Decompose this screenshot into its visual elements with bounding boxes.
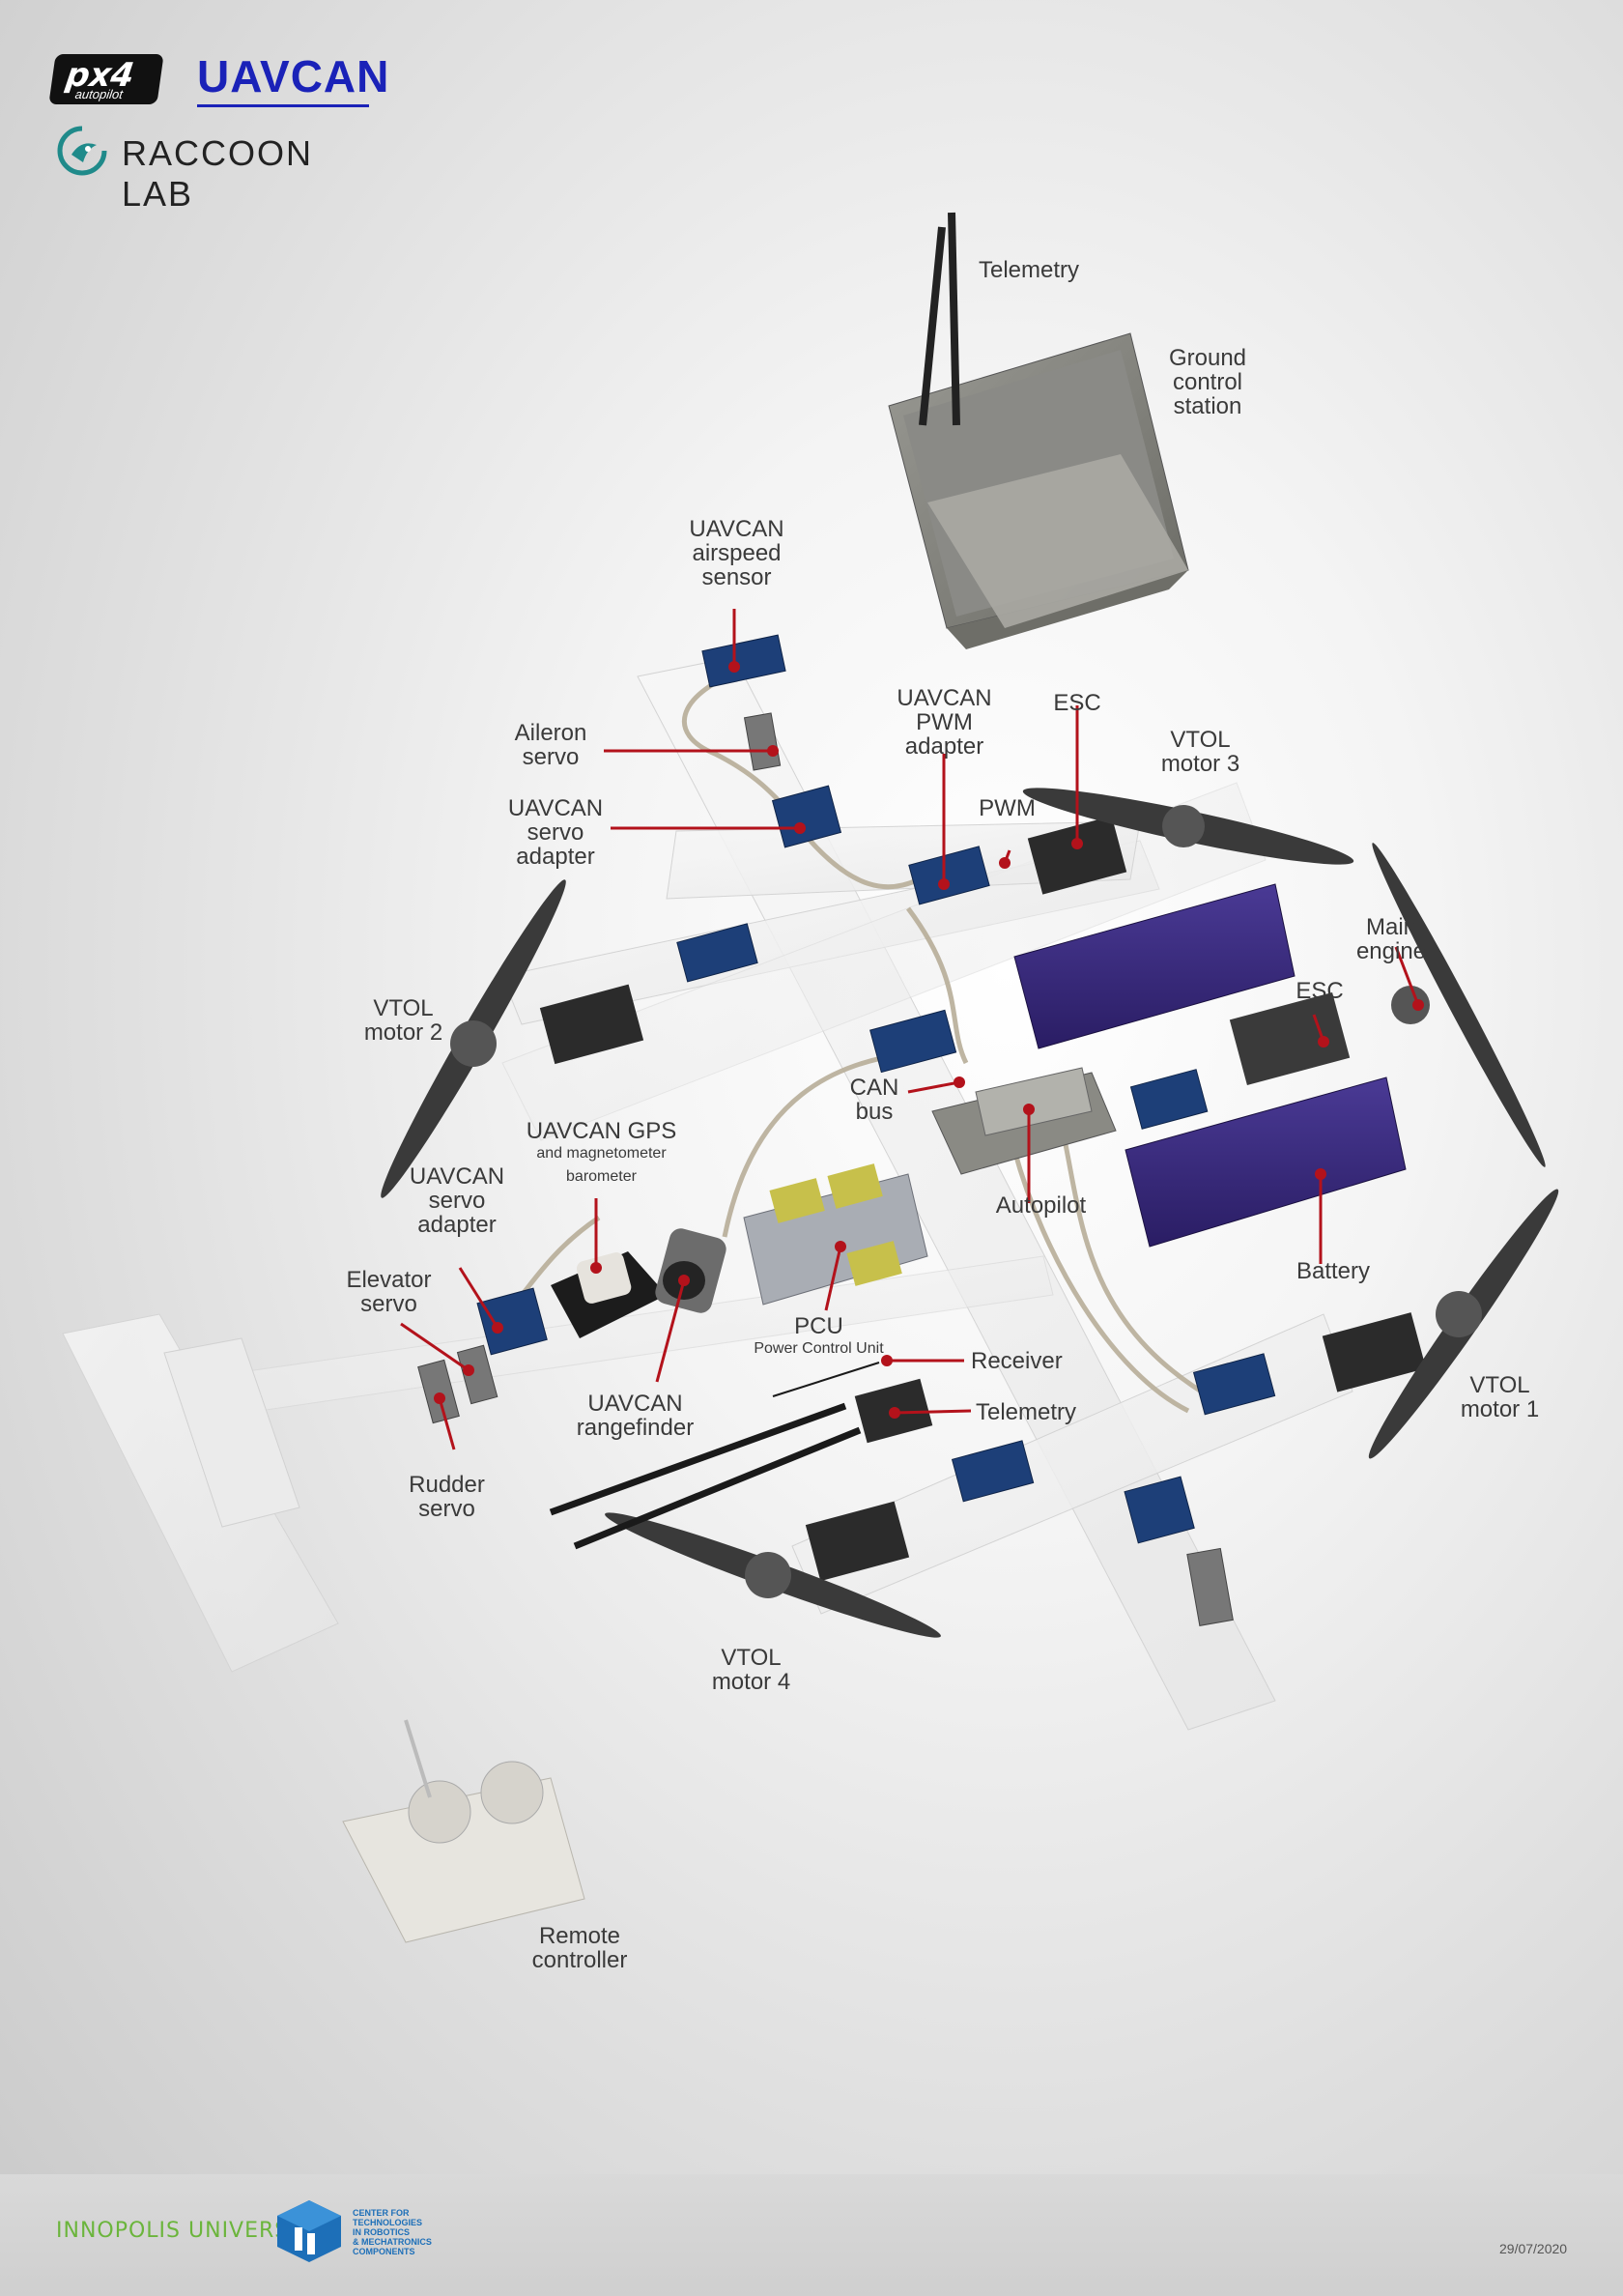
center-logo-text: CENTER FOR TECHNOLOGIES IN ROBOTICS & ME… bbox=[353, 2208, 469, 2256]
label-remote: Remote controller bbox=[512, 1924, 647, 1972]
label-pwm-adapter: UAVCAN PWM adapter bbox=[874, 686, 1014, 759]
label-pcu-title: PCU bbox=[734, 1314, 903, 1339]
center-line-4: & MECHATRONICS bbox=[353, 2237, 469, 2247]
center-line-3: IN ROBOTICS bbox=[353, 2227, 469, 2237]
label-elevator: Elevator servo bbox=[328, 1268, 449, 1316]
px4-logo: px4 autopilot bbox=[48, 54, 163, 104]
uavcan-logo-text: UAVCAN bbox=[197, 50, 389, 102]
raccoon-lab-logo: RACCOON LAB bbox=[54, 126, 110, 181]
label-autopilot: Autopilot bbox=[981, 1193, 1101, 1218]
label-telemetry-mid: Telemetry bbox=[976, 1400, 1096, 1424]
label-servo-adapter-left: UAVCAN servo adapter bbox=[389, 1164, 525, 1237]
center-line-2: TECHNOLOGIES bbox=[353, 2218, 469, 2227]
label-pwm: PWM bbox=[966, 796, 1048, 820]
label-gps-sub1: and magnetometer bbox=[502, 1144, 700, 1163]
label-main-engine: Main engine bbox=[1333, 915, 1449, 963]
label-receiver: Receiver bbox=[971, 1349, 1082, 1373]
center-line-5: COMPONENTS bbox=[353, 2247, 469, 2256]
label-can-bus: CAN bus bbox=[831, 1076, 918, 1124]
date-stamp: 29/07/2020 bbox=[1499, 2241, 1567, 2256]
label-vtol-motor-3: VTOL motor 3 bbox=[1140, 728, 1261, 776]
rangefinder-module bbox=[653, 1226, 729, 1316]
label-gps-sub2: barometer bbox=[502, 1167, 700, 1187]
remote-controller-drawing bbox=[343, 1720, 584, 1942]
label-rudder: Rudder servo bbox=[386, 1473, 507, 1521]
label-battery: Battery bbox=[1275, 1259, 1391, 1283]
label-gps-title: UAVCAN GPS bbox=[502, 1119, 700, 1144]
label-aileron: Aileron servo bbox=[493, 721, 609, 769]
uavcan-underline bbox=[197, 104, 369, 107]
label-pcu: PCU Power Control Unit bbox=[734, 1314, 903, 1359]
label-gps: UAVCAN GPS and magnetometer barometer bbox=[502, 1119, 700, 1187]
label-vtol-motor-2: VTOL motor 2 bbox=[343, 996, 464, 1045]
center-line-1: CENTER FOR bbox=[353, 2208, 469, 2218]
label-rangefinder: UAVCAN rangefinder bbox=[565, 1392, 705, 1440]
label-esc-right: ESC bbox=[1281, 979, 1358, 1003]
label-ground-control: Ground control station bbox=[1140, 346, 1275, 418]
label-telemetry-top: Telemetry bbox=[971, 258, 1087, 282]
label-vtol-motor-4: VTOL motor 4 bbox=[691, 1646, 812, 1694]
label-vtol-motor-1: VTOL motor 1 bbox=[1439, 1373, 1560, 1421]
center-cube-icon bbox=[275, 2198, 343, 2264]
uavcan-logo: UAVCAN bbox=[197, 50, 389, 107]
raccoon-icon bbox=[54, 126, 110, 176]
center-logo: CENTER FOR TECHNOLOGIES IN ROBOTICS & ME… bbox=[275, 2198, 343, 2269]
raccoon-lab-text: RACCOON LAB bbox=[122, 133, 313, 215]
label-pcu-sub: Power Control Unit bbox=[734, 1339, 903, 1359]
px4-logo-sub: autopilot bbox=[74, 87, 124, 101]
label-esc-top: ESC bbox=[1039, 691, 1116, 715]
label-servo-adapter-top: UAVCAN servo adapter bbox=[488, 796, 623, 869]
label-airspeed: UAVCAN airspeed sensor bbox=[667, 517, 807, 589]
